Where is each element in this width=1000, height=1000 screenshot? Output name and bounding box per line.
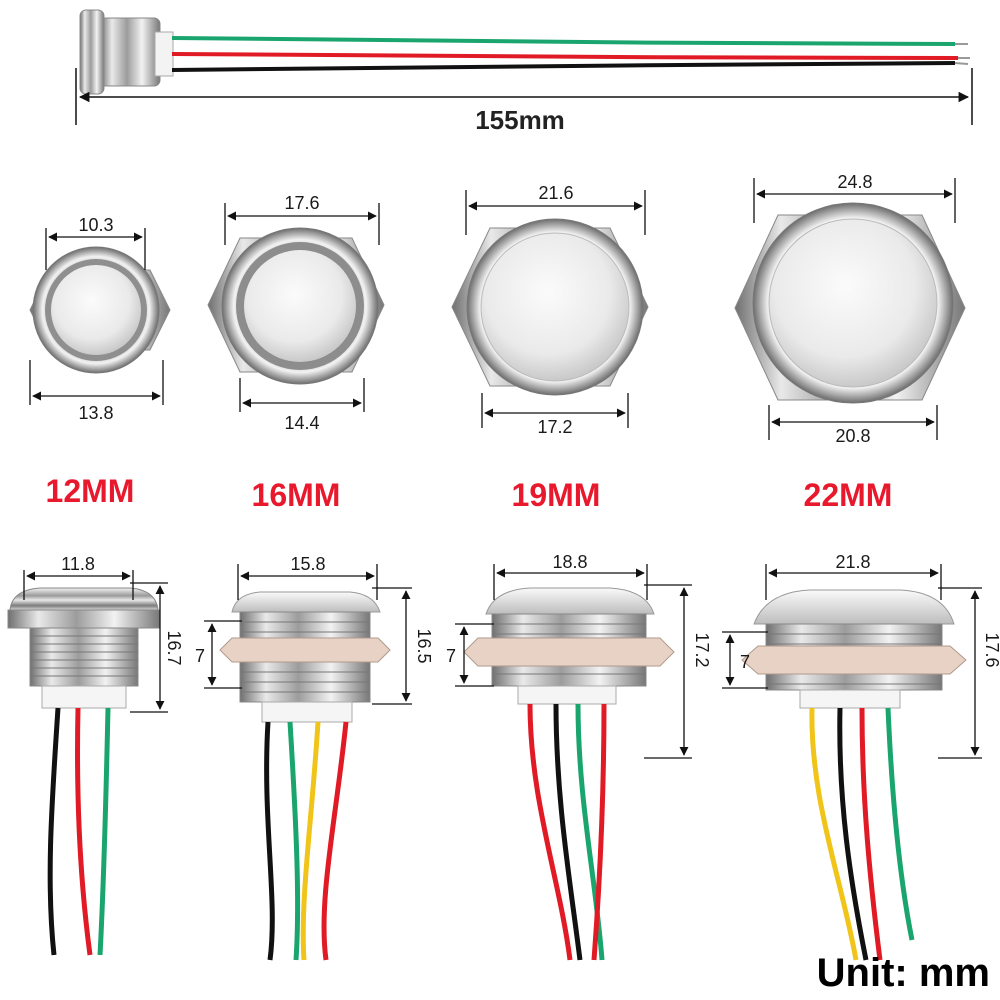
- side-nut-dimension: 7: [740, 652, 750, 672]
- front-views: 10.3 13.8 12MM 17.6 14.4 16MM: [29, 172, 966, 513]
- side-width-dimension: 18.8: [552, 552, 587, 572]
- side-view-12mm: 11.8 16.7: [7, 554, 184, 956]
- side-view-19mm: 18.8 17.2 7: [446, 552, 712, 961]
- front-view-19mm: 21.6 17.2 19MM: [451, 183, 649, 513]
- side-width-dimension: 11.8: [61, 554, 95, 574]
- size-label: 12MM: [46, 473, 135, 509]
- total-length-label: 155mm: [475, 105, 565, 135]
- side-views: 11.8 16.7 15.8: [7, 552, 1000, 961]
- side-width-dimension: 21.8: [835, 552, 870, 572]
- front-top-dimension: 17.6: [284, 193, 319, 213]
- front-bottom-dimension: 20.8: [835, 426, 870, 446]
- front-bottom-dimension: 17.2: [537, 417, 572, 437]
- front-bottom-dimension: 14.4: [284, 413, 319, 433]
- wire-green: [171, 36, 956, 46]
- unit-label: Unit: mm: [817, 951, 990, 995]
- side-height-dimension: 17.6: [982, 632, 1000, 667]
- side-view-22mm: 21.8 17.6 7: [722, 552, 1000, 961]
- side-nut-dimension: 7: [446, 646, 456, 666]
- front-top-dimension: 24.8: [837, 172, 872, 192]
- side-height-dimension: 16.5: [414, 628, 434, 663]
- size-label: 19MM: [512, 477, 601, 513]
- wire-black: [171, 61, 956, 72]
- front-top-dimension: 10.3: [78, 215, 113, 235]
- side-view-16mm: 15.8 16.5 7: [195, 554, 434, 961]
- front-view-16mm: 17.6 14.4 16MM: [207, 193, 385, 513]
- total-length-dimension: 155mm: [75, 68, 973, 135]
- side-nut-dimension: 7: [195, 646, 205, 666]
- side-height-dimension: 16.7: [164, 630, 184, 665]
- front-bottom-dimension: 13.8: [78, 403, 113, 423]
- side-width-dimension: 15.8: [290, 554, 325, 574]
- front-view-12mm: 10.3 13.8 12MM: [29, 215, 171, 509]
- size-label: 22MM: [804, 477, 893, 513]
- wired-switch-overview: [79, 9, 970, 95]
- front-top-dimension: 21.6: [538, 183, 573, 203]
- wire-red: [171, 52, 959, 60]
- side-height-dimension: 17.2: [692, 632, 712, 667]
- front-view-22mm: 24.8 20.8 22MM: [734, 172, 966, 513]
- size-label: 16MM: [252, 477, 341, 513]
